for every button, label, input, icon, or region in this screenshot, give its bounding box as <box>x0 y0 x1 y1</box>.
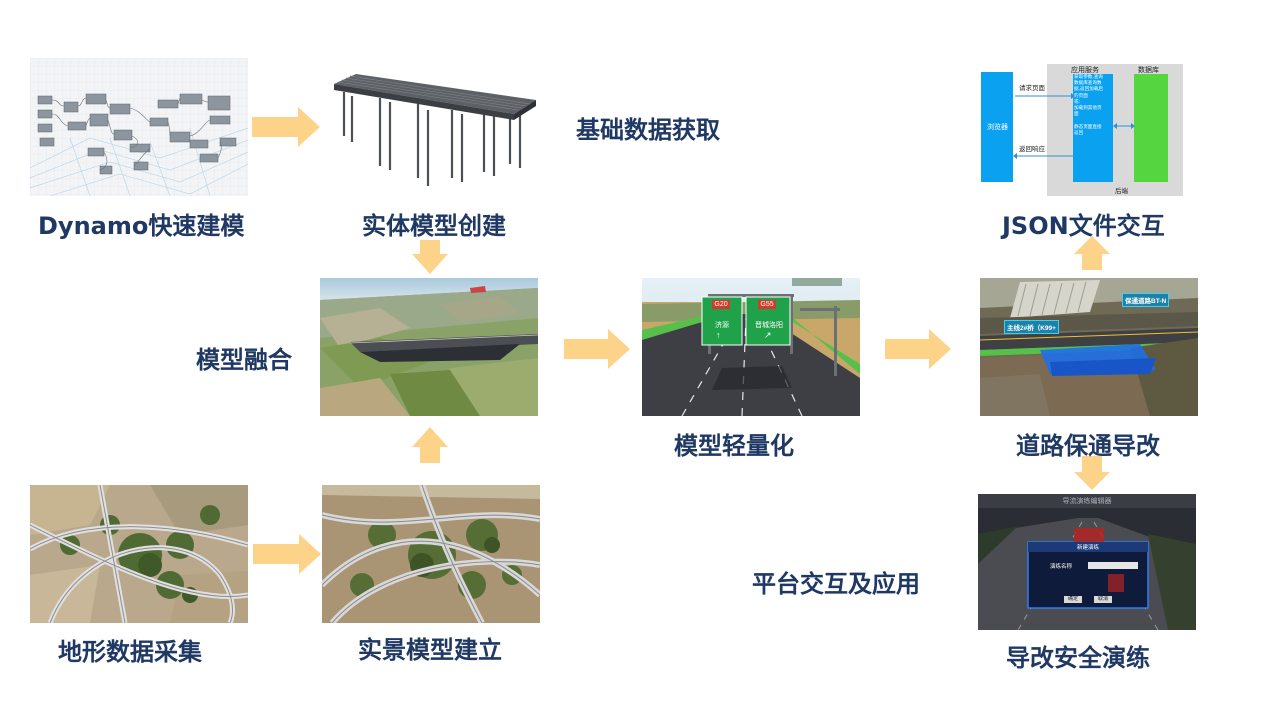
sim-field-label: 演练名称 <box>1050 564 1073 570</box>
request-label: 请求页面 <box>1019 84 1045 92</box>
service-line: 或: <box>1074 99 1081 105</box>
service-line: 面 <box>1074 112 1079 118</box>
terrain-image <box>30 485 248 623</box>
sim-dialog-title: 新建演练 <box>1076 545 1099 551</box>
sim-title: 导流演练编辑器 <box>1062 498 1112 505</box>
sim-cancel-button[interactable]: 取消 <box>1097 596 1108 602</box>
database-box <box>1134 74 1168 182</box>
response-label: 返回响应 <box>1019 145 1045 153</box>
service-line: 静态页面直接 <box>1074 124 1102 130</box>
model-fusion-image <box>320 278 538 416</box>
arrow-up-reality-to-fusion <box>412 427 448 463</box>
caption-terrain: 地形数据采集 <box>58 638 202 666</box>
up-arrow-icon: ↑ <box>716 330 721 340</box>
drill-simulation-image: 导流演练编辑器 新建演练 演练名称 确定 取消 <box>978 494 1196 630</box>
browser-label: 浏览器 <box>987 123 1008 131</box>
solid-bridge-image <box>330 70 540 190</box>
dynamo-graph-image <box>30 58 248 196</box>
caption-light: 模型轻量化 <box>674 432 794 460</box>
caption-reality: 实景模型建立 <box>358 636 502 664</box>
sim-ok-button[interactable]: 确定 <box>1067 596 1078 602</box>
app-service-title: 应用服务 <box>1071 66 1099 74</box>
caption-solid: 实体模型创建 <box>362 212 506 240</box>
database-title: 数据库 <box>1138 66 1159 74</box>
sign-right-place: 晋城洛阳 <box>755 322 783 329</box>
sign-left-place: 济源 <box>715 322 729 329</box>
arrow-right-light-to-road <box>885 329 951 369</box>
service-line: 获取参数,查询 <box>1074 75 1104 80</box>
service-text: 获取参数,查询 数据库查询数 据,返回加载后 的页面 或: 加载到其他页 面 静… <box>1074 75 1114 137</box>
sign-right-code: G55 <box>758 300 776 309</box>
up-right-arrow-icon: ↗ <box>764 330 772 340</box>
service-line: 返回 <box>1074 130 1084 136</box>
reality-model-image <box>322 485 540 623</box>
caption-road: 道路保通导改 <box>1016 432 1160 460</box>
arrow-right-terrain-to-reality <box>253 534 321 574</box>
arrow-right-dynamo-to-solid <box>252 107 320 147</box>
app-service-box <box>1073 74 1113 182</box>
lightweight-model-image: G20 济源 G55 晋城洛阳 ↑ ↗ <box>642 278 860 416</box>
arrow-down-road-to-drill <box>1074 456 1110 490</box>
service-line: 据,返回加载后 <box>1074 87 1104 93</box>
road-label-bt: 保通道路BT-N <box>1122 293 1170 307</box>
caption-dynamo: Dynamo快速建模 <box>38 212 245 240</box>
backend-label: 后端 <box>1115 187 1128 195</box>
service-line: 的页面 <box>1074 93 1088 99</box>
sign-left-code: G20 <box>712 300 730 309</box>
label-basic-data: 基础数据获取 <box>576 116 720 144</box>
caption-json: JSON文件交互 <box>1002 212 1165 240</box>
service-line: 加载到其他页 <box>1074 106 1102 112</box>
arrow-right-fusion-to-light <box>564 329 630 369</box>
browser-box <box>981 72 1013 182</box>
arrow-down-solid-to-fusion <box>412 240 448 274</box>
arrow-up-road-to-json <box>1074 236 1110 270</box>
service-line: 数据库查询数 <box>1074 81 1102 87</box>
road-diversion-image: 保通道路BT-N 主线2#桥（K99+ <box>980 278 1198 416</box>
label-platform: 平台交互及应用 <box>752 570 920 598</box>
road-label-bridge: 主线2#桥（K99+ <box>1004 320 1059 334</box>
json-interaction-diagram: 应用服务 数据库 浏览器 获取参数,查询 数据库查询数 据,返回加载后 的页面 … <box>979 64 1185 196</box>
caption-fusion: 模型融合 <box>196 346 292 374</box>
caption-drill: 导改安全演练 <box>1006 644 1150 672</box>
